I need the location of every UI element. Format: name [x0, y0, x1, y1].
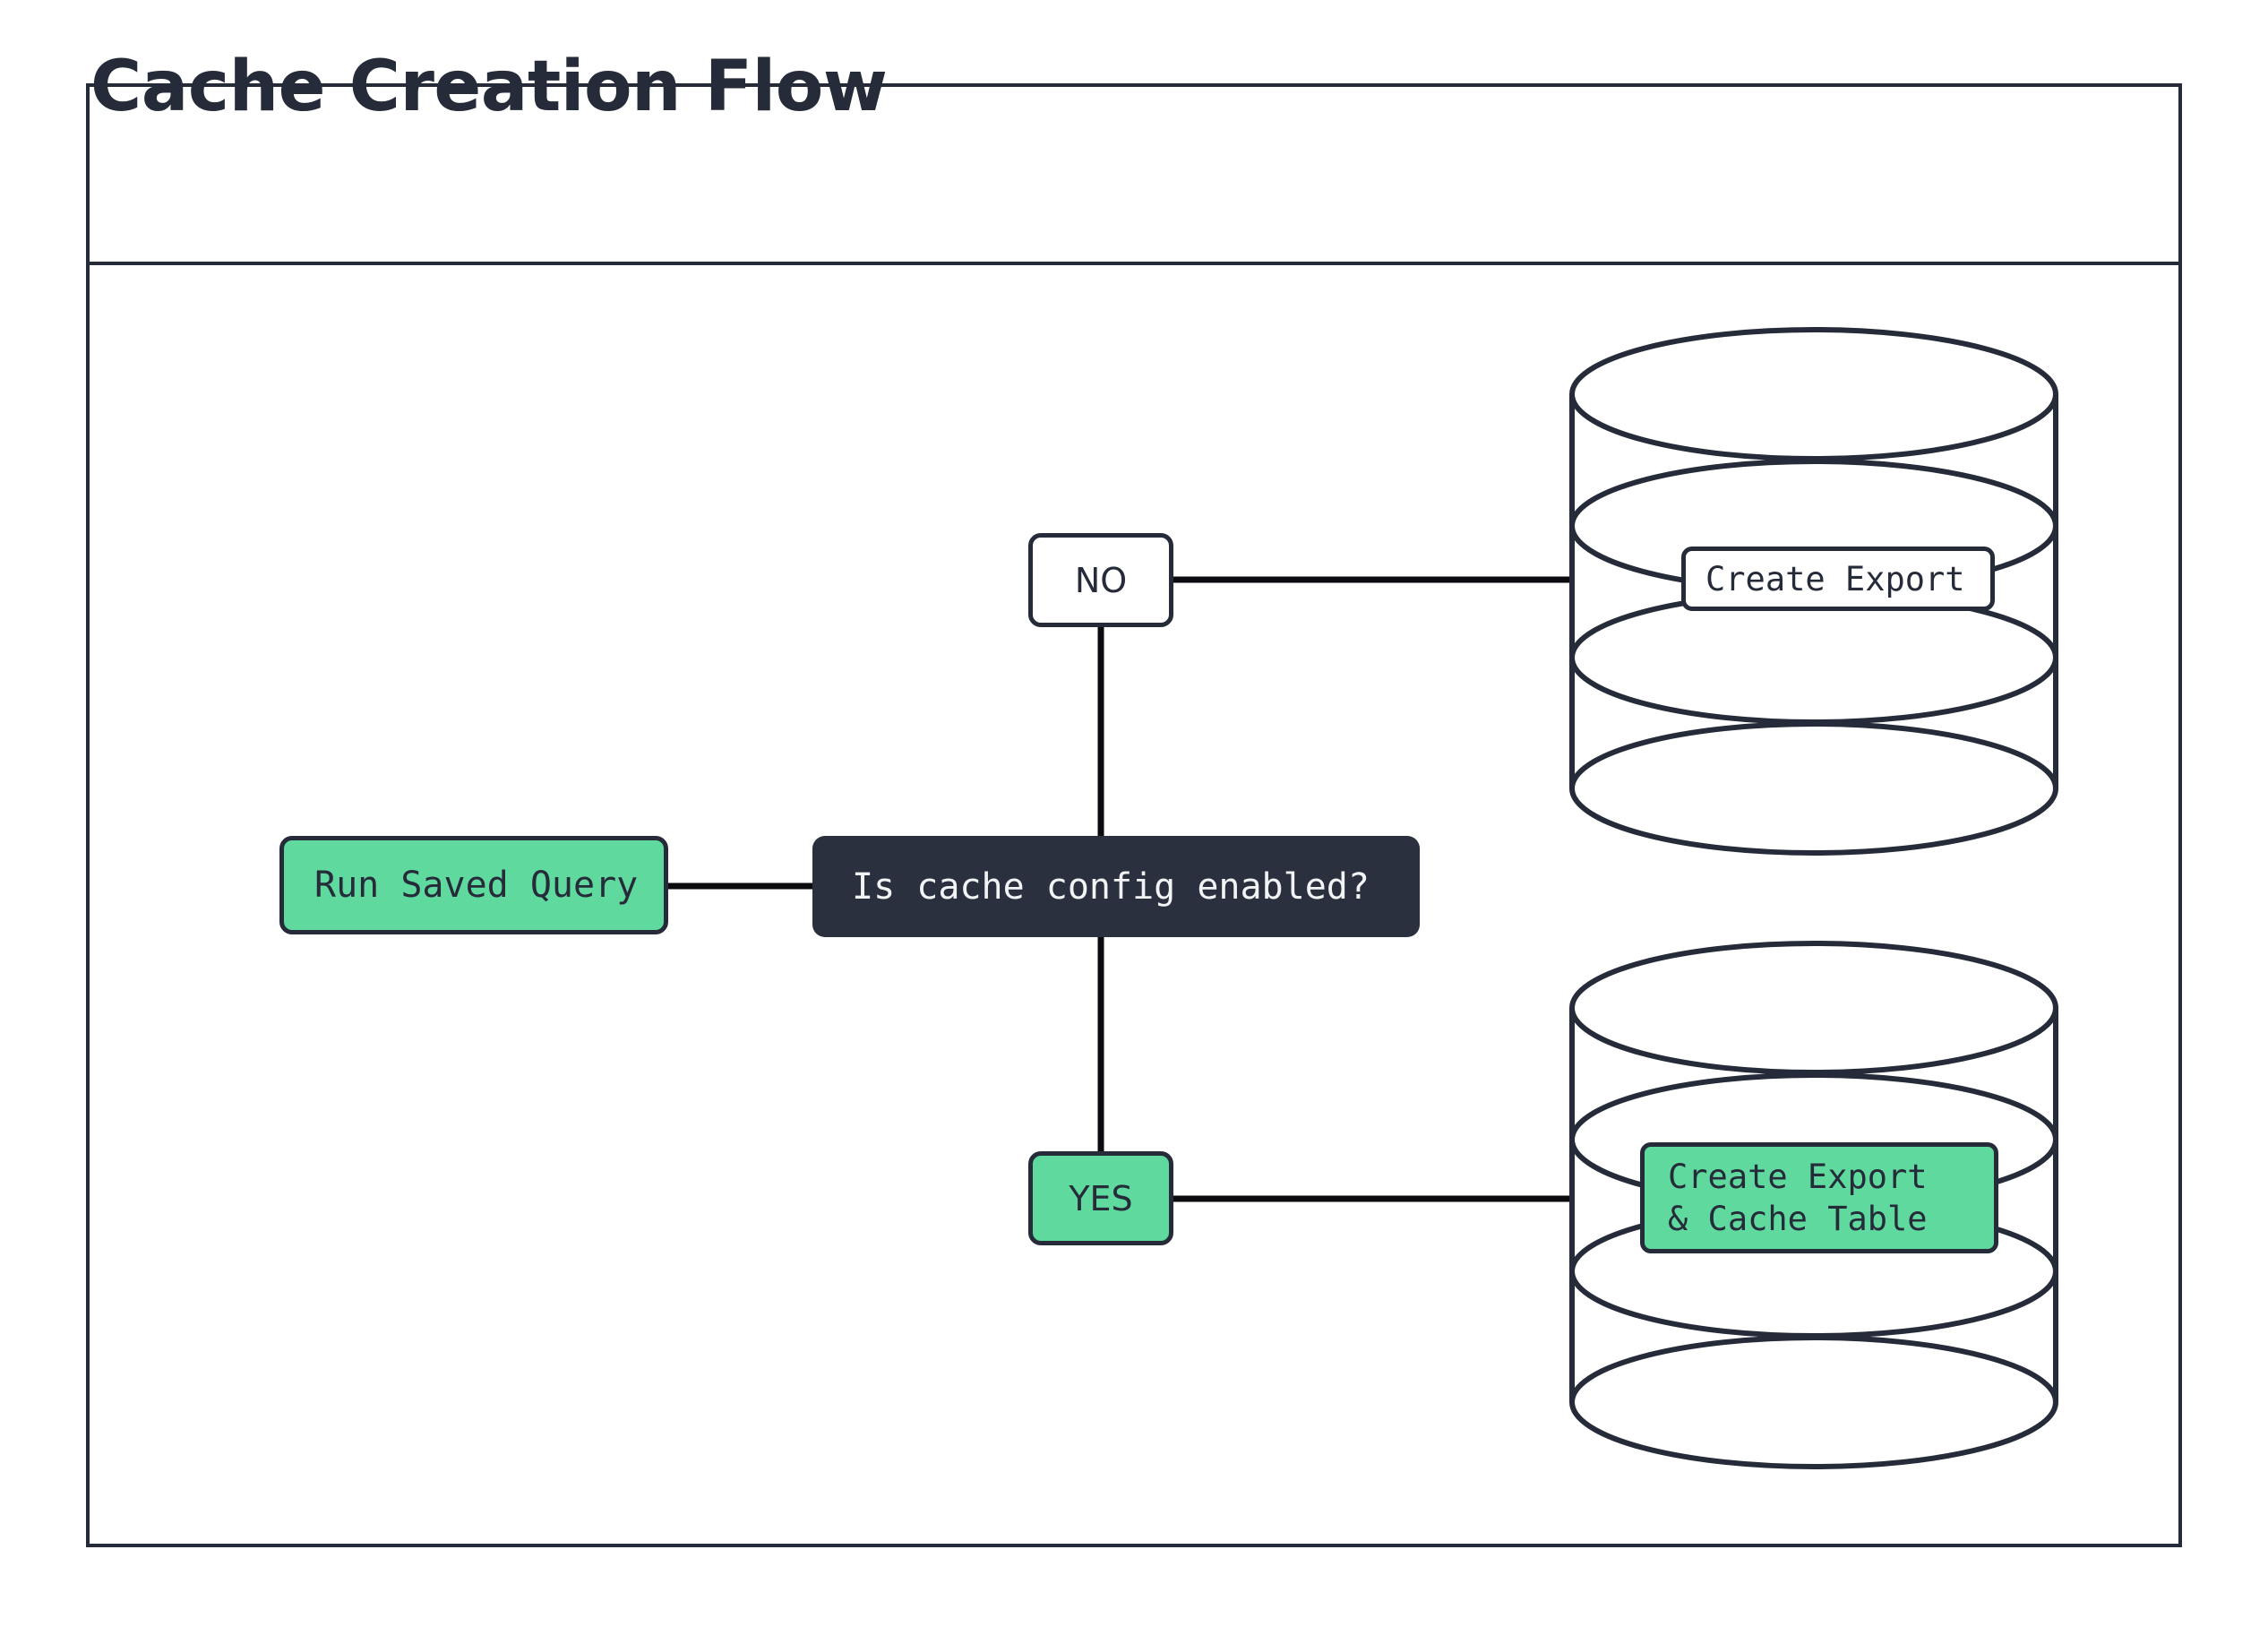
database-label-create-export-cache: Create Export & Cache Table: [1640, 1142, 1998, 1253]
branch-label-yes[interactable]: YES: [1028, 1151, 1173, 1245]
database-label-create-export: Create Export: [1681, 547, 1995, 611]
branch-label-yes-text: YES: [1069, 1178, 1133, 1218]
branch-label-no-text: NO: [1074, 560, 1128, 600]
database-label-cache-line-2: & Cache Table: [1668, 1200, 1928, 1238]
node-decision-cache-config[interactable]: Is cache config enabled?: [812, 836, 1420, 937]
branch-label-no[interactable]: NO: [1028, 533, 1173, 627]
database-label-create-export-text: Create Export: [1705, 559, 1965, 598]
node-decision-label: Is cache config enabled?: [852, 865, 1370, 908]
page-title: Cache Creation Flow: [90, 47, 888, 127]
node-run-saved-query[interactable]: Run Saved Query: [279, 836, 668, 934]
database-label-cache-line-1: Create Export: [1668, 1157, 1928, 1196]
node-run-saved-query-label: Run Saved Query: [314, 865, 639, 906]
diagram-title-bar: [90, 87, 2178, 265]
